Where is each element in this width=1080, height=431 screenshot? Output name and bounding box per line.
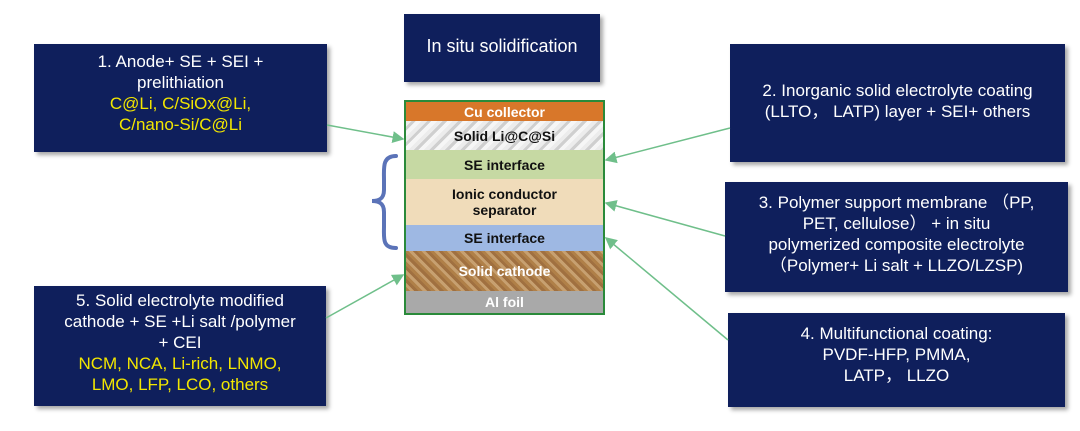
- layer-al-label: Al foil: [485, 294, 524, 310]
- title-box: In situ solidification: [404, 14, 600, 82]
- polymer-line1: 3. Polymer support membrane （PP,: [758, 193, 1035, 212]
- layer-cu-collector: Cu collector: [406, 102, 603, 121]
- arrow-polymer-to-separator: [604, 200, 726, 237]
- inorganic-line2: (LLTO， LATP) layer + SEI+ others: [764, 102, 1031, 121]
- cathode-box: 5. Solid electrolyte modified cathode + …: [34, 286, 326, 406]
- cathode-title-line3: + CEI: [158, 333, 202, 352]
- anode-box: 1. Anode+ SE + SEI + prelithiation C@Li,…: [34, 44, 327, 152]
- coating-box: 4. Multifunctional coating: PVDF-HFP, PM…: [728, 313, 1065, 407]
- inorganic-line1: 2. Inorganic solid electrolyte coating: [762, 81, 1033, 100]
- polymer-line3: polymerized composite electrolyte: [768, 235, 1025, 254]
- cathode-materials-line1: NCM, NCA, Li-rich, LNMO,: [78, 354, 282, 373]
- layer-se2-label: SE interface: [464, 230, 545, 246]
- arrow-anode-to-li: [326, 124, 405, 143]
- arrow-coating-to-se: [604, 237, 729, 341]
- layer-ionic-separator: Ionic conductor separator: [406, 179, 603, 225]
- anode-title-line2: prelithiation: [137, 73, 224, 92]
- cathode-title-line2: cathode + SE +Li salt /polymer: [64, 312, 296, 331]
- title-text: In situ solidification: [426, 36, 578, 56]
- polymer-line2: PET, cellulose） + in situ: [802, 214, 991, 233]
- inorganic-box: 2. Inorganic solid electrolyte coating (…: [730, 44, 1065, 162]
- coating-line2: PVDF-HFP, PMMA,: [822, 345, 971, 364]
- layer-cathode-label: Solid cathode: [458, 263, 551, 279]
- coating-line3: LATP， LLZO: [843, 366, 950, 385]
- layer-se-interface-top: SE interface: [406, 150, 603, 179]
- layer-solid-cathode: Solid cathode: [406, 251, 603, 291]
- layer-se1-label: SE interface: [464, 156, 545, 173]
- layer-al-foil: Al foil: [406, 291, 603, 313]
- layer-ion-label-1: Ionic conductor: [452, 186, 557, 202]
- anode-materials-line2: C/nano-Si/C@Li: [118, 115, 243, 134]
- brace-icon: [371, 154, 398, 250]
- battery-layer-stack: Cu collector Solid Li@C@Si SE interface …: [404, 100, 605, 315]
- cathode-materials-line2: LMO, LFP, LCO, others: [91, 375, 269, 394]
- polymer-line4: （Polymer+ Li salt + LLZO/LZSP): [769, 256, 1024, 275]
- coating-line1: 4. Multifunctional coating:: [800, 324, 993, 343]
- layer-se-interface-bottom: SE interface: [406, 225, 603, 251]
- anode-materials-line1: C@Li, C/SiOx@Li,: [109, 94, 252, 113]
- arrow-inorganic-to-se: [604, 127, 731, 164]
- cathode-title-line1: 5. Solid electrolyte modified: [76, 291, 284, 310]
- layer-cu-label: Cu collector: [464, 103, 545, 120]
- layer-solid-anode: Solid Li@C@Si: [406, 121, 603, 150]
- layer-ion-label-2: separator: [472, 202, 537, 218]
- polymer-box: 3. Polymer support membrane （PP, PET, ce…: [725, 182, 1068, 292]
- anode-title-line1: 1. Anode+ SE + SEI +: [97, 52, 264, 71]
- layer-li-label: Solid Li@C@Si: [453, 127, 556, 144]
- arrow-cathode-to-solid-cathode: [325, 274, 405, 319]
